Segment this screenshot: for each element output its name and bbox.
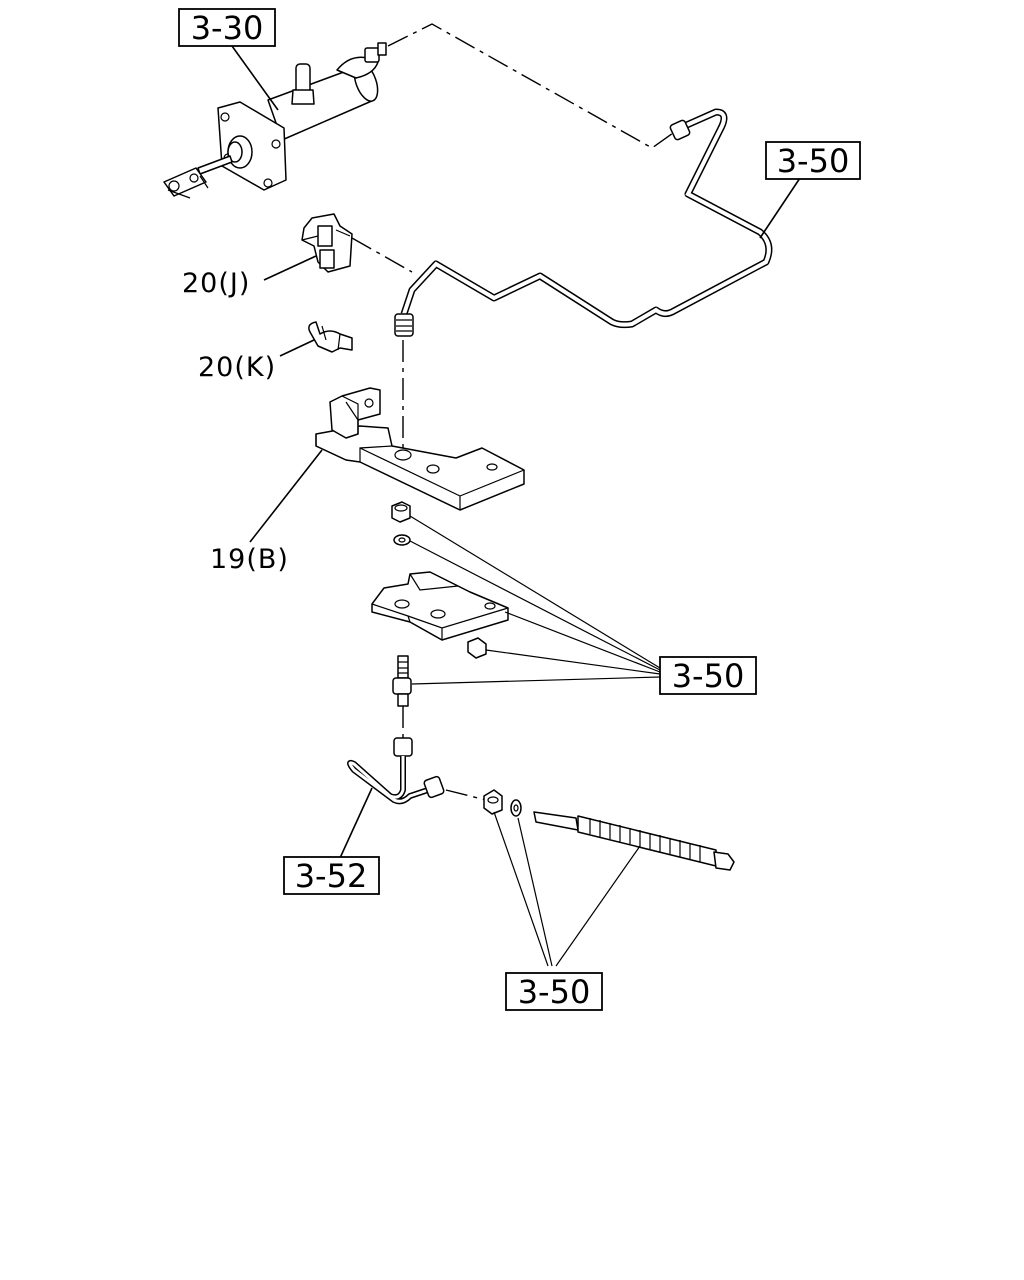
master-cylinder-icon (163, 42, 387, 199)
bracket-icon (315, 387, 525, 511)
clip-icon (308, 321, 353, 353)
washer-icon (393, 534, 411, 546)
clip-icon (301, 213, 353, 273)
leader-lines-bracket-parts (409, 515, 661, 685)
ref-box-pipe-upper[interactable] (765, 141, 861, 180)
union-bolt-icon (392, 655, 412, 707)
flexible-hose-icon (533, 811, 735, 871)
pipe-icon (347, 737, 445, 805)
ref-box-bracket-parts[interactable] (659, 656, 757, 695)
ref-box-pipe-bracket[interactable] (283, 856, 380, 895)
part-label-clip-k: 20(K) (198, 352, 276, 383)
nut-icon (391, 501, 411, 523)
nut-icon (483, 789, 503, 815)
ref-label-pipe-upper: 3-50 (777, 142, 850, 180)
leader-lines-hose-parts (493, 811, 641, 967)
part-label-bracket-b: 19(B) (210, 544, 289, 575)
ref-label-master-cylinder: 3-30 (191, 9, 264, 47)
washer-icon (510, 799, 522, 817)
ref-label-bracket-parts: 3-50 (672, 657, 745, 695)
ref-label-hose-parts: 3-50 (518, 973, 591, 1011)
bracket-icon (371, 571, 509, 641)
nut-icon (467, 637, 487, 659)
part-label-clip-j: 20(J) (182, 268, 250, 299)
ref-box-hose-parts[interactable] (505, 972, 603, 1011)
ref-label-pipe-bracket: 3-52 (295, 857, 368, 895)
ref-box-master-cylinder[interactable] (178, 8, 276, 47)
pipe-icon (394, 108, 773, 337)
